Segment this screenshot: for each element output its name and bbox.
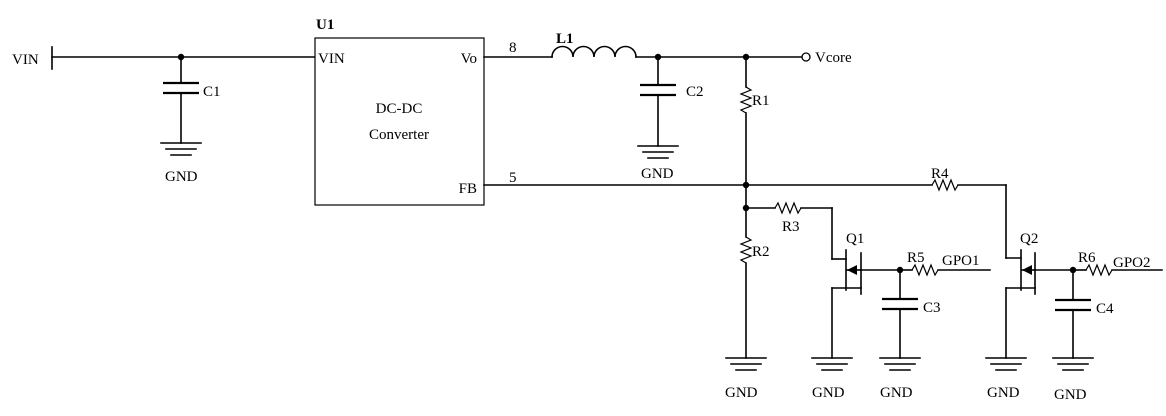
gnd-label-c4: GND — [1054, 387, 1087, 403]
l1-label: L1 — [556, 31, 574, 47]
q2-label: Q2 — [1020, 231, 1038, 247]
r5-label: R5 — [907, 250, 925, 266]
transistor-q1 — [831, 249, 901, 359]
q1-label: Q1 — [846, 231, 864, 247]
resistor-r1 — [739, 56, 753, 186]
r4-label: R4 — [931, 166, 949, 182]
c3-label: C3 — [923, 300, 941, 316]
ground-symbol-q1 — [811, 357, 853, 371]
gnd-label-r2: GND — [725, 385, 758, 401]
vcore-net-label: Vcore — [815, 50, 852, 66]
transistor-q2 — [1005, 249, 1074, 359]
gnd-label-q1: GND — [812, 385, 845, 401]
ground-symbol-c1 — [160, 142, 202, 156]
u1-ref-label: U1 — [316, 17, 334, 33]
gnd-label-c3: GND — [880, 385, 913, 401]
pin-vo-number: 8 — [509, 40, 517, 56]
u1-pin-vo-label: Vo — [461, 51, 477, 67]
vin-net-label: VIN — [12, 52, 39, 68]
capacitor-c4 — [1055, 269, 1091, 359]
u1-title-line2: Converter — [369, 127, 429, 143]
c2-label: C2 — [686, 84, 704, 100]
gpo2-net-label: GPO2 — [1113, 255, 1151, 271]
resistor-r6 — [1072, 263, 1163, 277]
ground-symbol-r2 — [725, 357, 767, 371]
gnd-label-c1: GND — [165, 169, 198, 185]
capacitor-c3 — [882, 269, 918, 359]
resistor-r5 — [899, 263, 991, 277]
ground-symbol-c2 — [637, 145, 679, 159]
gnd-label-q2: GND — [987, 385, 1020, 401]
c1-label: C1 — [203, 84, 221, 100]
ground-symbol-q2 — [985, 357, 1027, 371]
u1-pin-vin-label: VIN — [318, 51, 345, 67]
gpo1-net-label: GPO1 — [942, 253, 980, 269]
r2-label: R2 — [752, 244, 770, 260]
resistor-r3 — [745, 201, 847, 260]
c4-label: C4 — [1096, 301, 1114, 317]
dc-dc-converter-u1 — [314, 37, 485, 206]
r3-label: R3 — [782, 219, 800, 235]
u1-pin-fb-label: FB — [459, 181, 477, 197]
capacitor-c2 — [640, 56, 676, 147]
capacitor-c1 — [163, 56, 199, 144]
ground-symbol-c4 — [1052, 357, 1094, 371]
ground-symbol-c3 — [879, 357, 921, 371]
u1-title-line1: DC-DC — [376, 101, 423, 117]
r6-label: R6 — [1078, 250, 1096, 266]
resistor-r4 — [931, 178, 1022, 259]
resistor-r2 — [739, 236, 753, 359]
pin-fb-number: 5 — [509, 170, 517, 186]
gnd-label-c2: GND — [641, 166, 674, 182]
vcore-terminal — [801, 52, 811, 62]
r1-label: R1 — [752, 93, 770, 109]
inductor-l1 — [551, 45, 637, 58]
